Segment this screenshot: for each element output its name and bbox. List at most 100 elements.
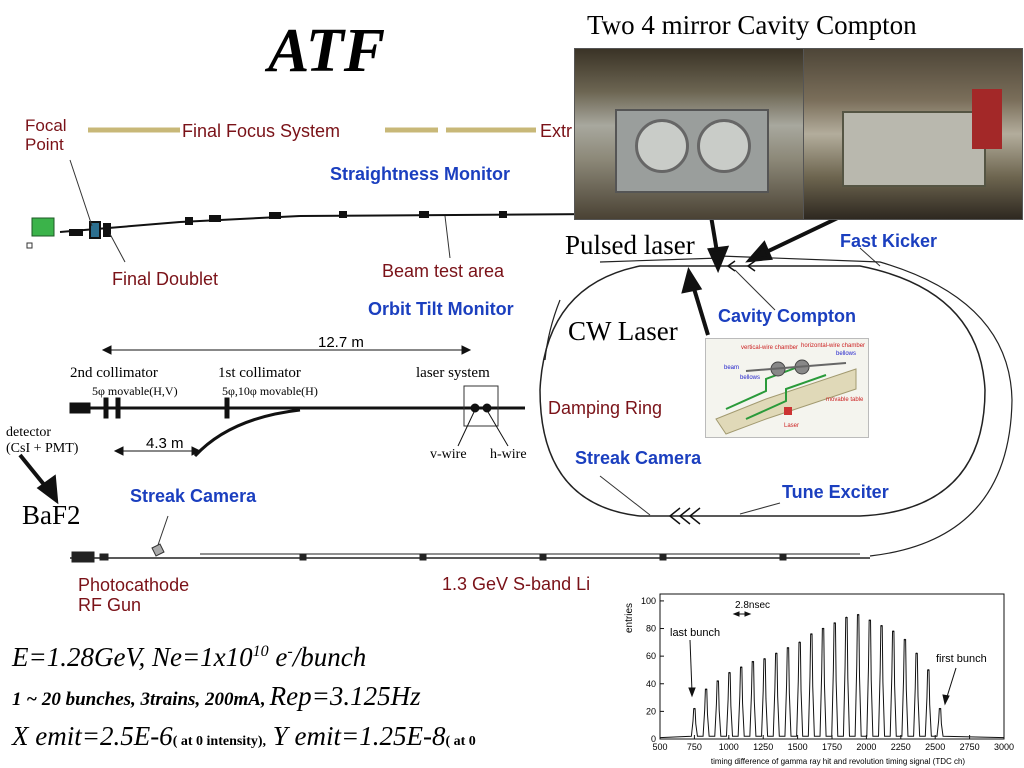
chart-x-label: timing difference of gamma ray hit and r… (711, 757, 966, 766)
y-tick-label: 80 (646, 624, 656, 634)
param-y-note: ( at 0 (445, 734, 476, 749)
annotation-last-bunch: last bunch (670, 627, 720, 639)
first-collimator-label: 1st collimator (218, 365, 301, 381)
annotation-arrows (688, 611, 957, 706)
bunch-peak (763, 658, 766, 660)
x-tick-label: 2250 (891, 742, 911, 752)
detector-line2: (CsI + PMT) (6, 441, 79, 456)
y-tick-label: 100 (641, 596, 656, 606)
bunch-param: 1 ~ 20 bunches, 3trains, 200mA, Rep=3.12… (12, 683, 421, 710)
cavity-compton-schematic: vertical-wire chamber horizontal-wire ch… (705, 338, 869, 438)
bunch-peak (775, 652, 778, 655)
param-energy-text: E=1.28GeV, Ne=1x10 (12, 642, 253, 672)
inset-label-bellows-left: bellows (740, 375, 760, 381)
beam-test-area-label: Beam test area (382, 261, 505, 281)
straightness-monitor-label: Straightness Monitor (330, 164, 511, 184)
leader-lines (69, 159, 881, 546)
fast-kicker-label: Fast Kicker (840, 231, 938, 251)
bunch-peak (728, 671, 731, 674)
laser-system-label: laser system (416, 365, 490, 381)
annotation-2-8nsec: 2.8nsec (735, 600, 770, 611)
param-y-emit: Y emit=1.25E-8 (272, 721, 446, 751)
inset-label-vertical-wire: vertical-wire chamber (741, 345, 798, 351)
detector-label: detector (CsI + PMT) (6, 425, 78, 457)
length-4-3-label: 4.3 m (146, 435, 184, 452)
inset-label-horizontal-wire: horizontal-wire chamber (801, 343, 865, 349)
photocathode-line2: RF Gun (78, 595, 142, 615)
bunch-peak (904, 638, 906, 641)
two-mirror-cavity-label: Two 4 mirror Cavity Compton (587, 10, 917, 40)
focal-point-line2: Point (25, 135, 64, 154)
collimator-section (69, 345, 525, 458)
bunch-peak (693, 707, 696, 710)
orbit-tilt-monitor-label: Orbit Tilt Monitor (368, 299, 514, 319)
tune-exciter-label: Tune Exciter (782, 482, 889, 502)
streak-camera-ring-label: Streak Camera (575, 448, 702, 468)
x-tick-label: 500 (652, 742, 667, 752)
beam-energy-param: E=1.28GeV, Ne=1x1010 e-/bunch (12, 644, 366, 671)
bunch-peak (787, 647, 789, 649)
bunch-peak (880, 624, 883, 627)
cavity-photo-left (574, 48, 804, 220)
h-wire-label: h-wire (490, 447, 527, 462)
x-tick-label: 750 (687, 742, 702, 752)
photocathode-line1: Photocathode (78, 575, 190, 595)
y-tick-label: 60 (646, 651, 656, 661)
bunch-peak (892, 630, 895, 633)
pulsed-laser-label: Pulsed laser (565, 230, 695, 260)
x-tick-label: 2500 (925, 742, 945, 752)
bunch-peak (857, 613, 859, 616)
param-minus: - (287, 643, 293, 660)
slide-title: ATF (268, 17, 386, 85)
emittance-param: X emit=2.5E-6( at 0 intensity), Y emit=1… (12, 723, 476, 750)
histogram-outline (659, 614, 1005, 739)
streak-camera-linac-label: Streak Camera (130, 486, 257, 506)
focal-point-label: Focal Point (25, 116, 67, 154)
param-electron: e (268, 642, 288, 672)
photocathode-label: Photocathode RF Gun (78, 575, 189, 615)
detector-line1: detector (6, 425, 52, 440)
x-tick-label: 1750 (822, 742, 842, 752)
x-tick-label: 2750 (960, 742, 980, 752)
x-tick-label: 2000 (856, 742, 876, 752)
bunch-peak (845, 616, 848, 619)
param-per-bunch: /bunch (292, 642, 367, 672)
extraction-label: Extr (540, 121, 573, 141)
param-bunches: 1 ~ 20 bunches, 3trains, 200mA, (12, 689, 266, 710)
second-collimator-spec: 5φ movable(H,V) (92, 384, 178, 398)
inset-label-laser: Laser (784, 423, 799, 429)
param-rep: Rep=3.125Hz (269, 681, 421, 711)
param-x-note: ( at 0 intensity), (172, 734, 267, 749)
y-tick-label: 20 (646, 706, 656, 716)
x-tick-label: 1250 (753, 742, 773, 752)
bunch-peak (705, 688, 707, 691)
cavity-photo-right (803, 48, 1023, 220)
inset-label-bellows-right: bellows (836, 351, 856, 357)
length-12-7-label: 12.7 m (318, 334, 364, 351)
focal-point-line1: Focal (25, 116, 67, 135)
bunch-peak (927, 669, 930, 671)
cw-laser-label: CW Laser (568, 316, 678, 346)
linac-label: 1.3 GeV S-band Li (442, 574, 591, 594)
x-tick-label: 1500 (788, 742, 808, 752)
cavity-compton-label: Cavity Compton (718, 306, 857, 326)
param-x-emit: X emit=2.5E-6 (12, 721, 173, 751)
final-doublet-label: Final Doublet (112, 269, 219, 289)
bunch-peak (869, 619, 871, 622)
bunch-peak (939, 707, 941, 710)
inset-label-beam: beam (724, 365, 739, 371)
param-exp-10: 10 (252, 643, 269, 660)
damping-ring-label: Damping Ring (548, 398, 663, 418)
first-collimator-spec: 5φ,10φ movable(H) (222, 384, 318, 398)
v-wire-label: v-wire (430, 447, 467, 462)
bunch-peak (740, 666, 742, 668)
bunch-peak (822, 627, 824, 630)
inset-label-movable-table: movable table (826, 397, 864, 403)
bunch-peak (810, 633, 813, 635)
damping-ring (539, 255, 1013, 557)
ring-arrows (668, 260, 756, 525)
x-tick-label: 1000 (719, 742, 739, 752)
